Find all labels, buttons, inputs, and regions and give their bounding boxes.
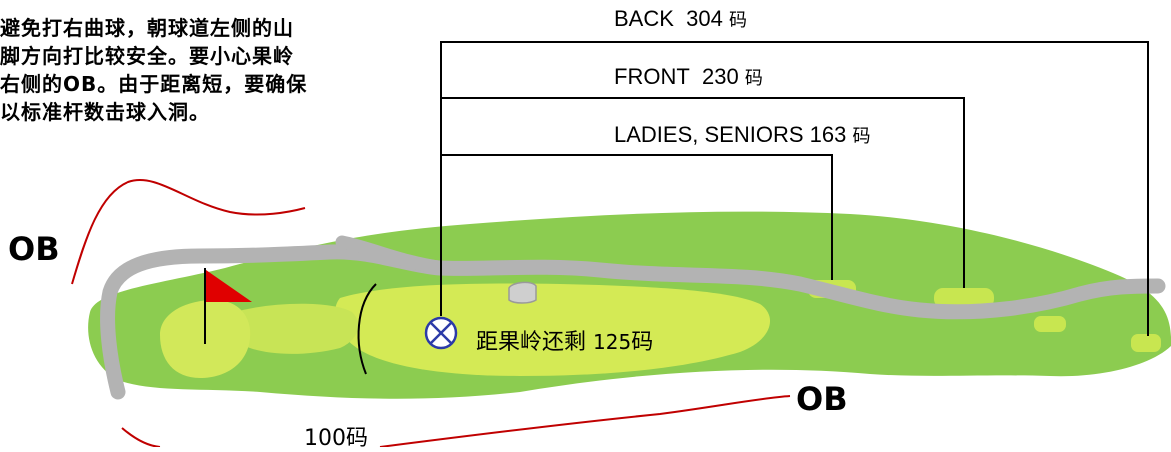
front-tee-unit: 码 [744,68,763,88]
approach-area [231,303,359,354]
ladies-tee-unit: 码 [852,126,871,146]
front-tee-box [934,288,994,308]
back-tee-line [440,41,1149,336]
remaining-unit: 码 [631,330,654,355]
ob-label-left: OB [8,230,60,268]
back-tee-unit: 码 [729,10,747,30]
cart-path-branch [335,235,451,275]
hole-description: 避免打右曲球，朝球道左侧的山 脚方向打比较安全。要小心果岭 右侧的OB。由于距离… [0,14,380,126]
distance-marker-label: 100码 [304,426,368,451]
front-tee-label: FRONT 230 码 [614,64,763,90]
ob-line-bottom [121,395,791,448]
cart-path [100,244,1166,400]
description-line: 以标准杆数击球入洞。 [0,100,210,124]
ob-label-right: OB [796,380,848,418]
forward-tee-box [1034,316,1066,332]
ladies-tee-label: LADIES, SENIORS 163 码 [614,122,870,148]
description-line: 避免打右曲球，朝球道左侧的山 [0,16,294,40]
remaining-label: 距果岭还剩 [476,330,587,355]
fairway-area [334,283,771,376]
ladies-tee-name: LADIES, SENIORS [614,122,804,147]
back-tee-value: 304 [686,6,723,31]
description-line: 右侧的OB。由于距离短，要确保 [0,72,308,96]
remaining-distance: 距果岭还剩 125码 [476,324,653,356]
back-tee-name: BACK [614,6,674,31]
flag-icon [206,270,252,302]
bunker [508,281,537,304]
description-line: 脚方向打比较安全。要小心果岭 [0,44,294,68]
distance-arc [357,283,377,375]
crossed-circle-icon [424,316,458,350]
ladies-tee-line [441,154,833,280]
ob-line-left-top [71,179,306,285]
front-tee-line [441,97,965,288]
remaining-value: 125 [593,330,632,354]
back-tee-label: BACK 304 码 [614,6,747,32]
ladies-tee-value: 163 [809,122,847,147]
front-tee-name: FRONT [614,64,690,89]
back-tee-box [1131,334,1161,352]
front-tee-value: 230 [702,64,739,89]
